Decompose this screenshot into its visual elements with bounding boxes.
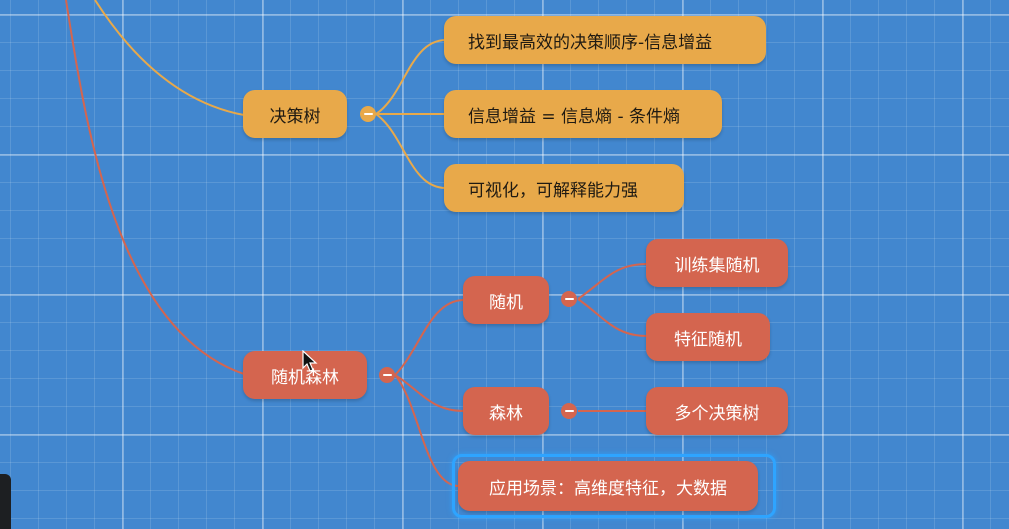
node-label: 决策树 [269,106,321,127]
node-random-child-1[interactable]: 训练集随机 [646,239,788,287]
connector-rf-random [394,299,465,376]
node-label: 多个决策树 [674,403,760,424]
minus-collapse-icon[interactable] [379,367,395,383]
connector-random-child-1 [577,263,648,300]
connector-dt-child-1 [375,39,447,115]
node-label: 找到最高效的决策顺序-信息增益 [468,32,713,53]
node-dt-child-3[interactable]: 可视化，可解释能力强 [444,164,684,212]
node-dt-child-2[interactable]: 信息增益 = 信息熵 - 条件熵 [444,90,722,138]
node-label: 特征随机 [674,329,742,350]
node-label: 森林 [489,403,523,424]
selection-highlight [452,454,776,518]
window-edge-tab [0,474,11,529]
connector-root-random-forest [65,0,245,375]
mouse-pointer-icon [302,350,318,372]
node-forest-child-1[interactable]: 多个决策树 [646,387,788,435]
node-forest[interactable]: 森林 [463,387,549,435]
minus-collapse-icon[interactable] [360,106,376,122]
node-label: 随机 [489,292,523,313]
node-random[interactable]: 随机 [463,276,549,324]
node-label: 随机森林 [271,367,339,388]
node-decision-tree[interactable]: 决策树 [243,90,347,138]
minus-collapse-icon[interactable] [561,291,577,307]
node-label: 应用场景：高维度特征，大数据 [489,478,727,499]
minus-collapse-icon[interactable] [561,403,577,419]
node-label: 信息增益 = 信息熵 - 条件熵 [468,106,680,127]
connector-root-decision-tree [94,0,245,116]
connector-rf-forest [394,374,465,412]
node-label: 训练集随机 [674,255,760,276]
node-dt-child-1[interactable]: 找到最高效的决策顺序-信息增益 [444,16,766,64]
connector-random-child-2 [577,298,648,337]
connector-rf-application [394,374,460,487]
node-random-child-2[interactable]: 特征随机 [646,313,770,361]
node-label: 可视化，可解释能力强 [468,180,638,201]
connector-dt-child-3 [375,113,447,189]
node-application[interactable]: 应用场景：高维度特征，大数据 [458,461,758,511]
